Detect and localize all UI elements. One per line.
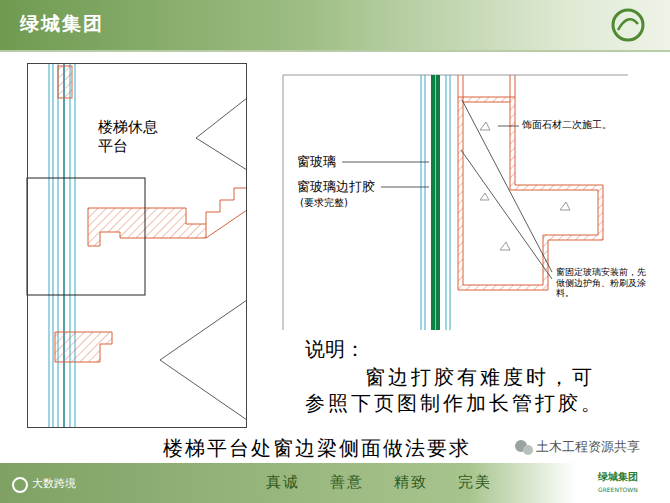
panel-edge (283, 75, 284, 330)
wechat-icon (523, 445, 533, 455)
window-lines (49, 64, 75, 427)
note-text: 窗固定玻璃安装前，先做侧边护角、粉刷及涂料。 (556, 267, 652, 299)
wechat-icon (515, 440, 527, 452)
leader-line (381, 187, 429, 188)
header-rule (0, 50, 670, 52)
stair-soffit (206, 210, 247, 238)
panel-edge (283, 75, 628, 76)
window-line (58, 64, 59, 427)
motto-word: 精致 (394, 473, 428, 492)
window-line (49, 64, 50, 427)
glass-highlight (435, 75, 436, 330)
window-line (425, 75, 426, 330)
stair-steps (206, 188, 247, 224)
window-line (450, 75, 451, 330)
mullion-section (58, 66, 72, 98)
window-line (63, 64, 65, 427)
motto-word: 真诚 (266, 473, 300, 492)
window-line (75, 64, 76, 427)
window-line (70, 64, 71, 427)
finish-line (458, 75, 459, 97)
motto-word: 完美 (458, 473, 492, 492)
window-line (421, 75, 422, 330)
finish-line (463, 75, 464, 102)
finish-line (510, 75, 511, 102)
lower-beam (55, 332, 112, 362)
part-label: 窗玻璃边打胶 (297, 179, 375, 195)
note-heading: 说明： (305, 337, 365, 362)
header-title: 绿城集团 (20, 12, 104, 36)
finish-line (515, 75, 516, 97)
motto-word: 善意 (330, 473, 364, 492)
footer-band: 大数跨境 真诚 善意 精致 完美 绿城集团 GREENTOWN (0, 463, 670, 503)
leader-line (342, 162, 429, 163)
part-label: 饰面石材二次施工。 (522, 119, 612, 132)
watermark: 土木工程资源共享 (536, 439, 640, 455)
detail-callout-box (27, 178, 145, 295)
leader-line (498, 126, 519, 127)
logo-text: GREENTOWN (598, 486, 638, 494)
concrete-marks (480, 122, 570, 250)
brand-text: 大数跨境 (32, 477, 76, 491)
stair-flight (196, 98, 247, 170)
window-glass (431, 75, 440, 330)
landing-beam (88, 208, 206, 246)
part-label: 窗玻璃 (297, 154, 336, 170)
figure-caption: 楼梯平台处窗边梁侧面做法要求 (163, 436, 471, 461)
header-band: 绿城集团 (0, 0, 670, 50)
landing-label: 楼梯休息平台 (98, 118, 160, 156)
note-text: (要求完整) (300, 197, 348, 210)
stair-flight (160, 300, 247, 420)
window-line (446, 75, 447, 330)
logo-text: 绿城集团 (598, 471, 638, 484)
drawing-frame: 楼梯休息平台 (27, 63, 247, 428)
window-line (53, 64, 54, 427)
leader-line (461, 150, 552, 279)
note-text: 窗边打胶有难度时，可参照下页图制作加长管打胶。 (305, 364, 610, 416)
